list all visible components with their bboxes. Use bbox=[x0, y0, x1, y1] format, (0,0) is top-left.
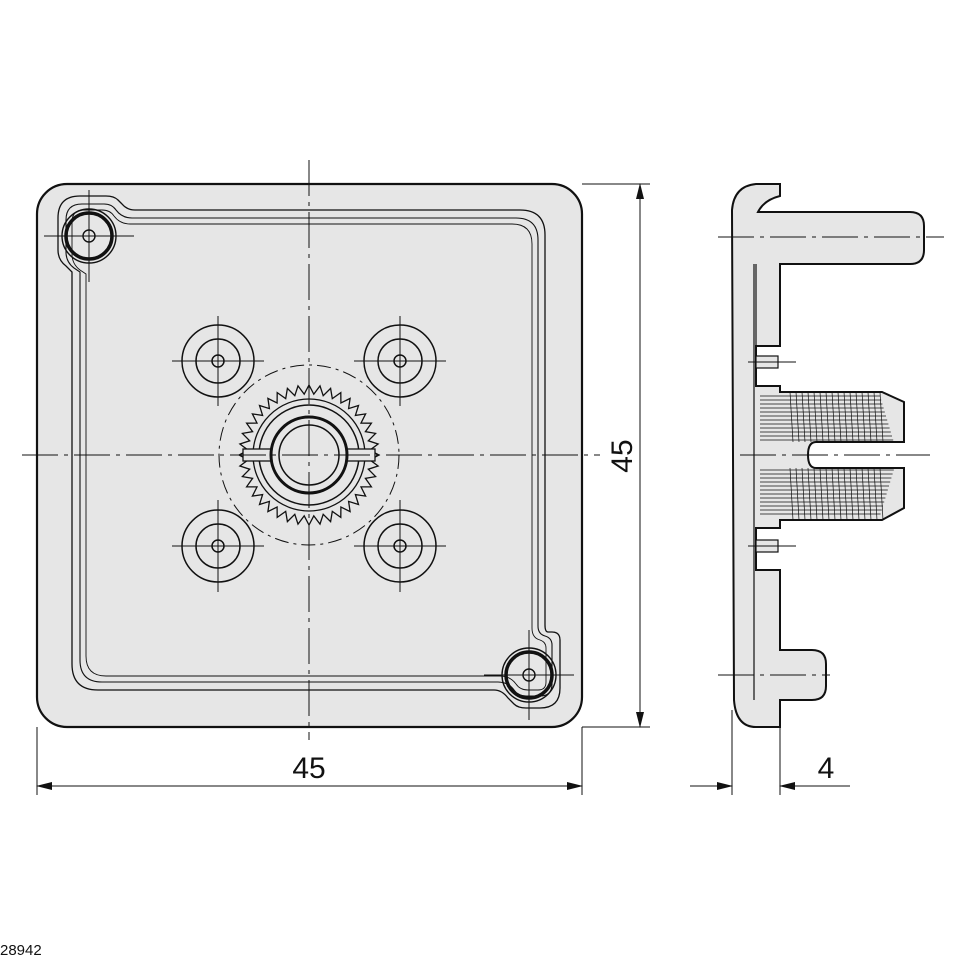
dimension-lines bbox=[36, 183, 850, 795]
side-view bbox=[718, 183, 944, 728]
dimension-width-label: 45 bbox=[292, 752, 325, 785]
dimension-depth-label: 4 bbox=[818, 752, 835, 785]
side-plate bbox=[730, 183, 925, 728]
dimension-height-label: 45 bbox=[606, 439, 639, 472]
boss-crosshairs bbox=[44, 190, 574, 720]
center-lines bbox=[22, 160, 600, 740]
front-view bbox=[22, 160, 600, 740]
part-number: 28942 bbox=[0, 942, 42, 959]
threaded-stud bbox=[760, 391, 894, 521]
inner-frame-2 bbox=[65, 203, 553, 697]
